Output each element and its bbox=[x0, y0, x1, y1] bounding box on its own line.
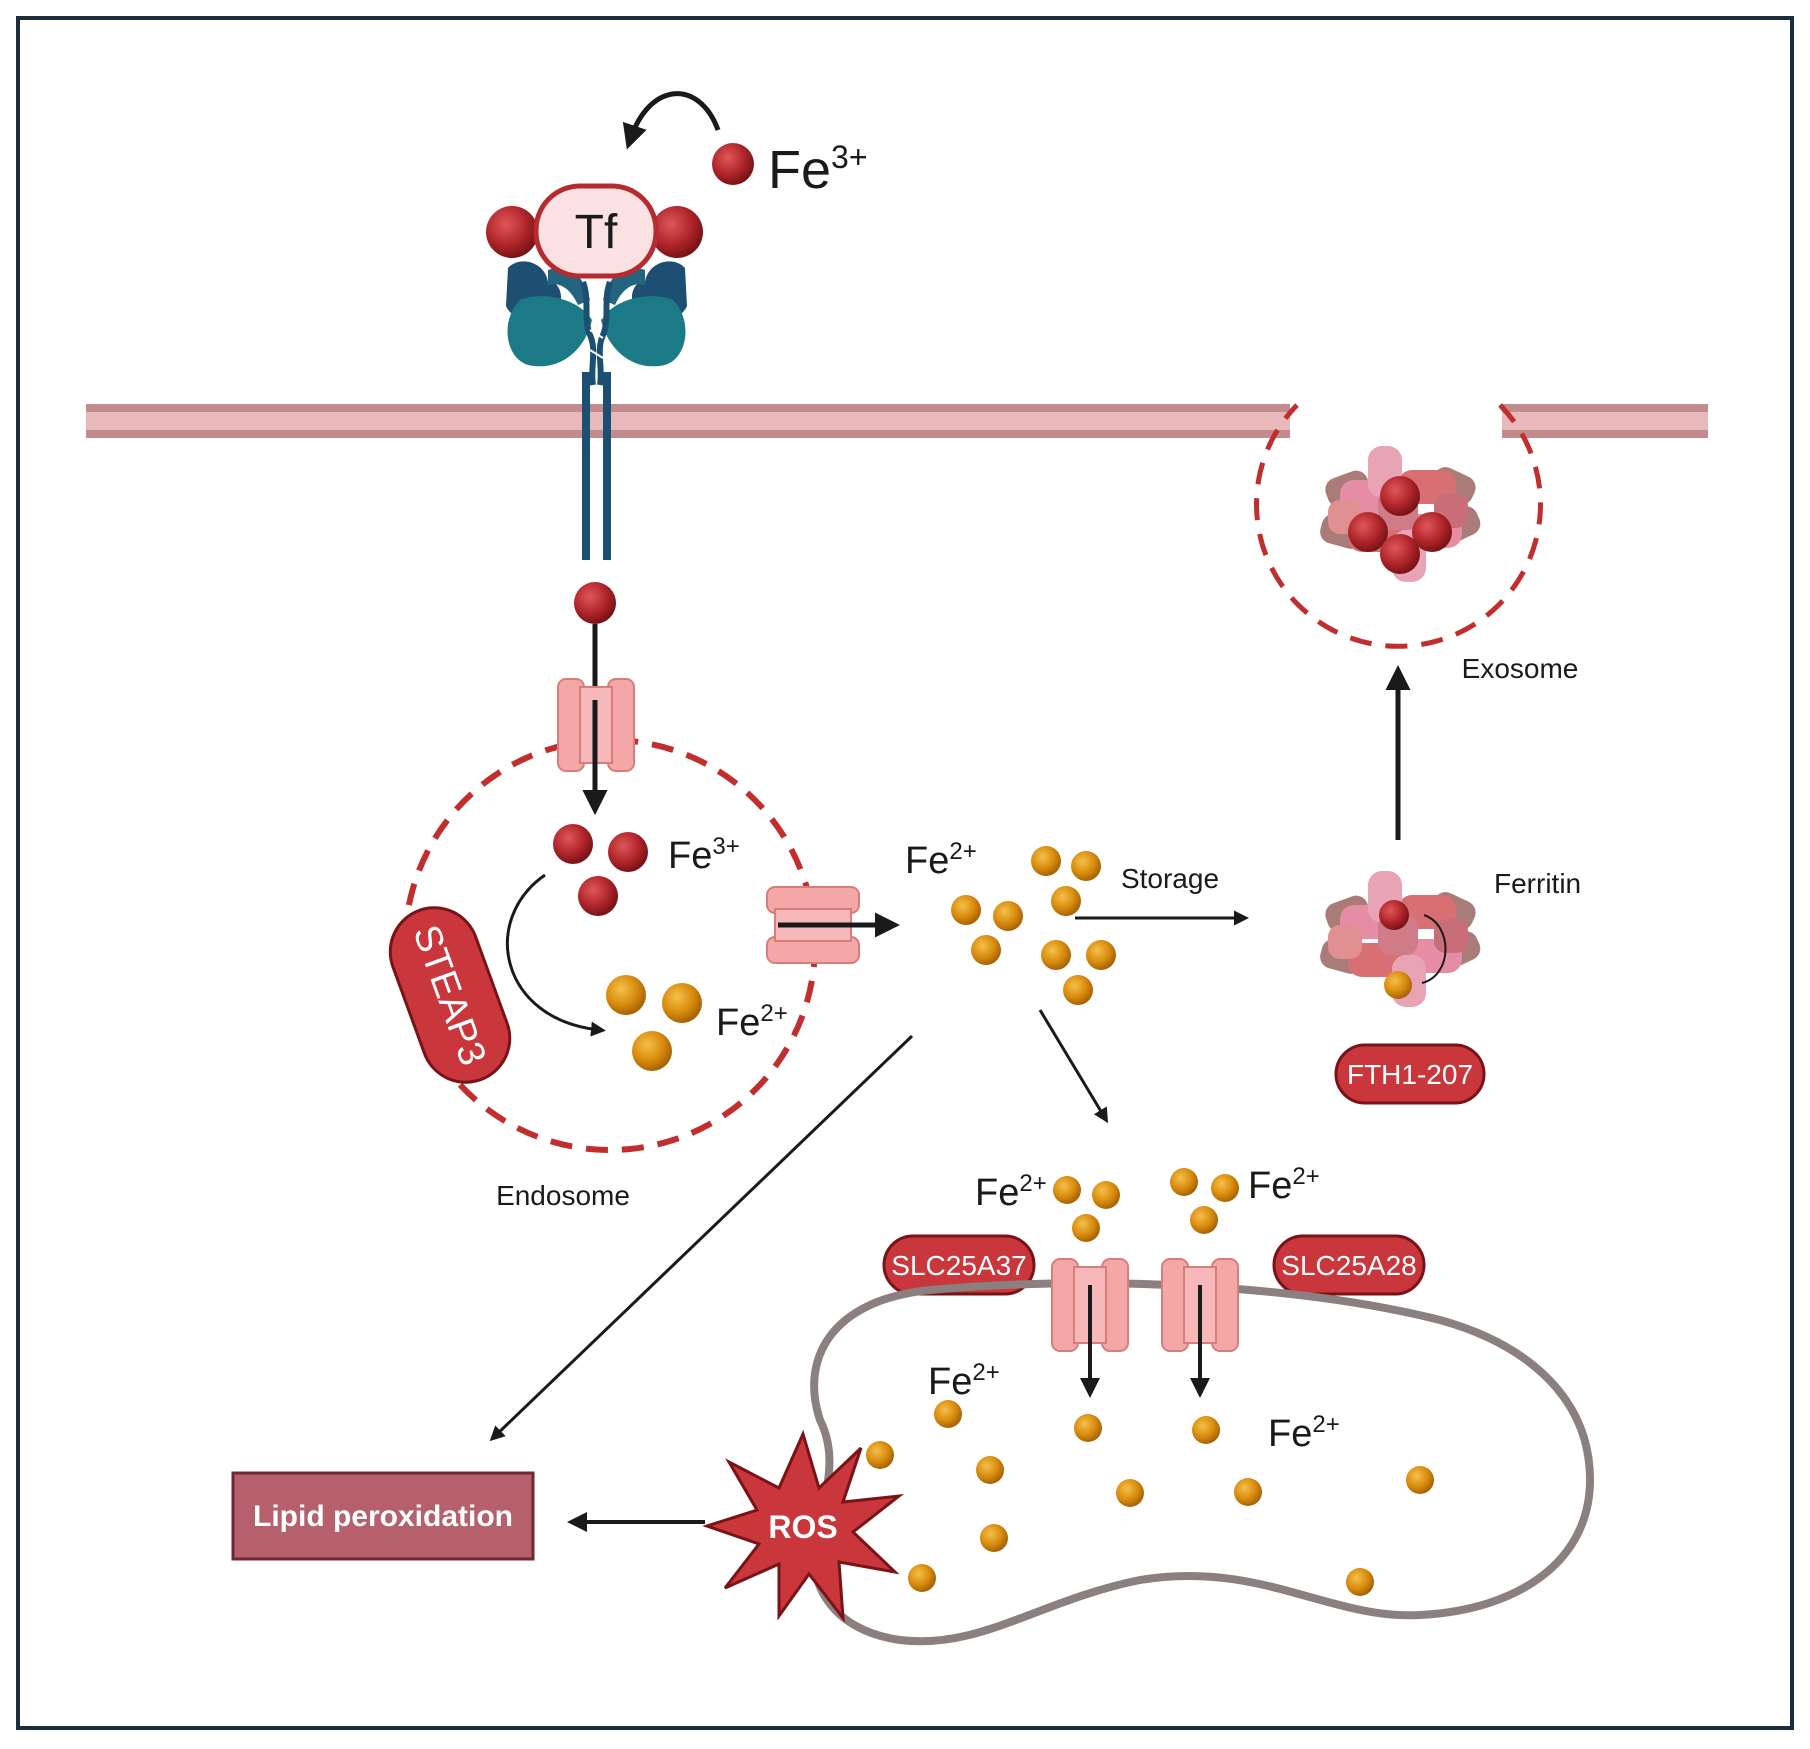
exosome-label: Exosome bbox=[1462, 653, 1579, 684]
tf-label: Tf bbox=[575, 206, 618, 259]
fe2-matrix-right-label: Fe2+ bbox=[1268, 1411, 1340, 1455]
mito-left-fe2-ions bbox=[1053, 1176, 1120, 1242]
transferrin: Tf bbox=[486, 183, 703, 279]
ros-starburst: ROS bbox=[702, 1429, 905, 1623]
exosome-membrane bbox=[1254, 403, 1543, 649]
slc25a28-label: SLC25A28 bbox=[1281, 1250, 1416, 1281]
lipid-peroxidation-label: Lipid peroxidation bbox=[253, 1500, 513, 1533]
mitochondrial-import-arrow bbox=[1038, 1009, 1109, 1124]
endosome-label: Endosome bbox=[496, 1180, 630, 1211]
cytosol-fe2-ions bbox=[951, 846, 1116, 1005]
slc25a28-badge: SLC25A28 bbox=[1272, 1234, 1426, 1296]
fe2-endosome-label: Fe2+ bbox=[716, 1000, 788, 1044]
fe3-ion-free bbox=[712, 143, 754, 185]
direct-peroxidation-arrow bbox=[489, 1034, 914, 1442]
matrix-fe2-ions bbox=[866, 1400, 1434, 1596]
transferrin-receptor bbox=[506, 261, 687, 560]
endosome-fe2-ions bbox=[606, 975, 702, 1071]
fth1-badge: FTH1-207 bbox=[1334, 1043, 1486, 1105]
ferritin-label: Ferritin bbox=[1494, 868, 1581, 899]
fth1-label: FTH1-207 bbox=[1347, 1059, 1473, 1090]
fe2-matrix-left-label: Fe2+ bbox=[928, 1359, 1000, 1403]
figure-frame bbox=[16, 16, 1794, 1730]
fe2-cytosol-label: Fe2+ bbox=[905, 838, 977, 882]
lipid-peroxidation-box: Lipid peroxidation bbox=[231, 1471, 535, 1561]
fe3-top-label: Fe3+ bbox=[768, 139, 868, 200]
fe2-mito-left-label: Fe2+ bbox=[975, 1170, 1047, 1214]
ferritin-complex bbox=[1317, 871, 1485, 1007]
plasma-membrane bbox=[86, 400, 1708, 442]
reduction-arrow bbox=[506, 873, 606, 1037]
endosome-fe3-ions bbox=[553, 824, 648, 916]
ros-label: ROS bbox=[768, 1509, 837, 1545]
slc25a37-label: SLC25A37 bbox=[891, 1250, 1026, 1281]
fe3-ion-internalized bbox=[574, 582, 616, 624]
fe3-binding-arrow bbox=[622, 91, 721, 150]
mito-right-fe2-ions bbox=[1170, 1168, 1239, 1234]
slc25a37-badge: SLC25A37 bbox=[882, 1234, 1036, 1296]
storage-label: Storage bbox=[1121, 863, 1219, 894]
fe3-endosome-label: Fe3+ bbox=[668, 833, 740, 877]
exosome-ferritin bbox=[1317, 446, 1485, 582]
fe2-mito-right-label: Fe2+ bbox=[1248, 1163, 1320, 1207]
